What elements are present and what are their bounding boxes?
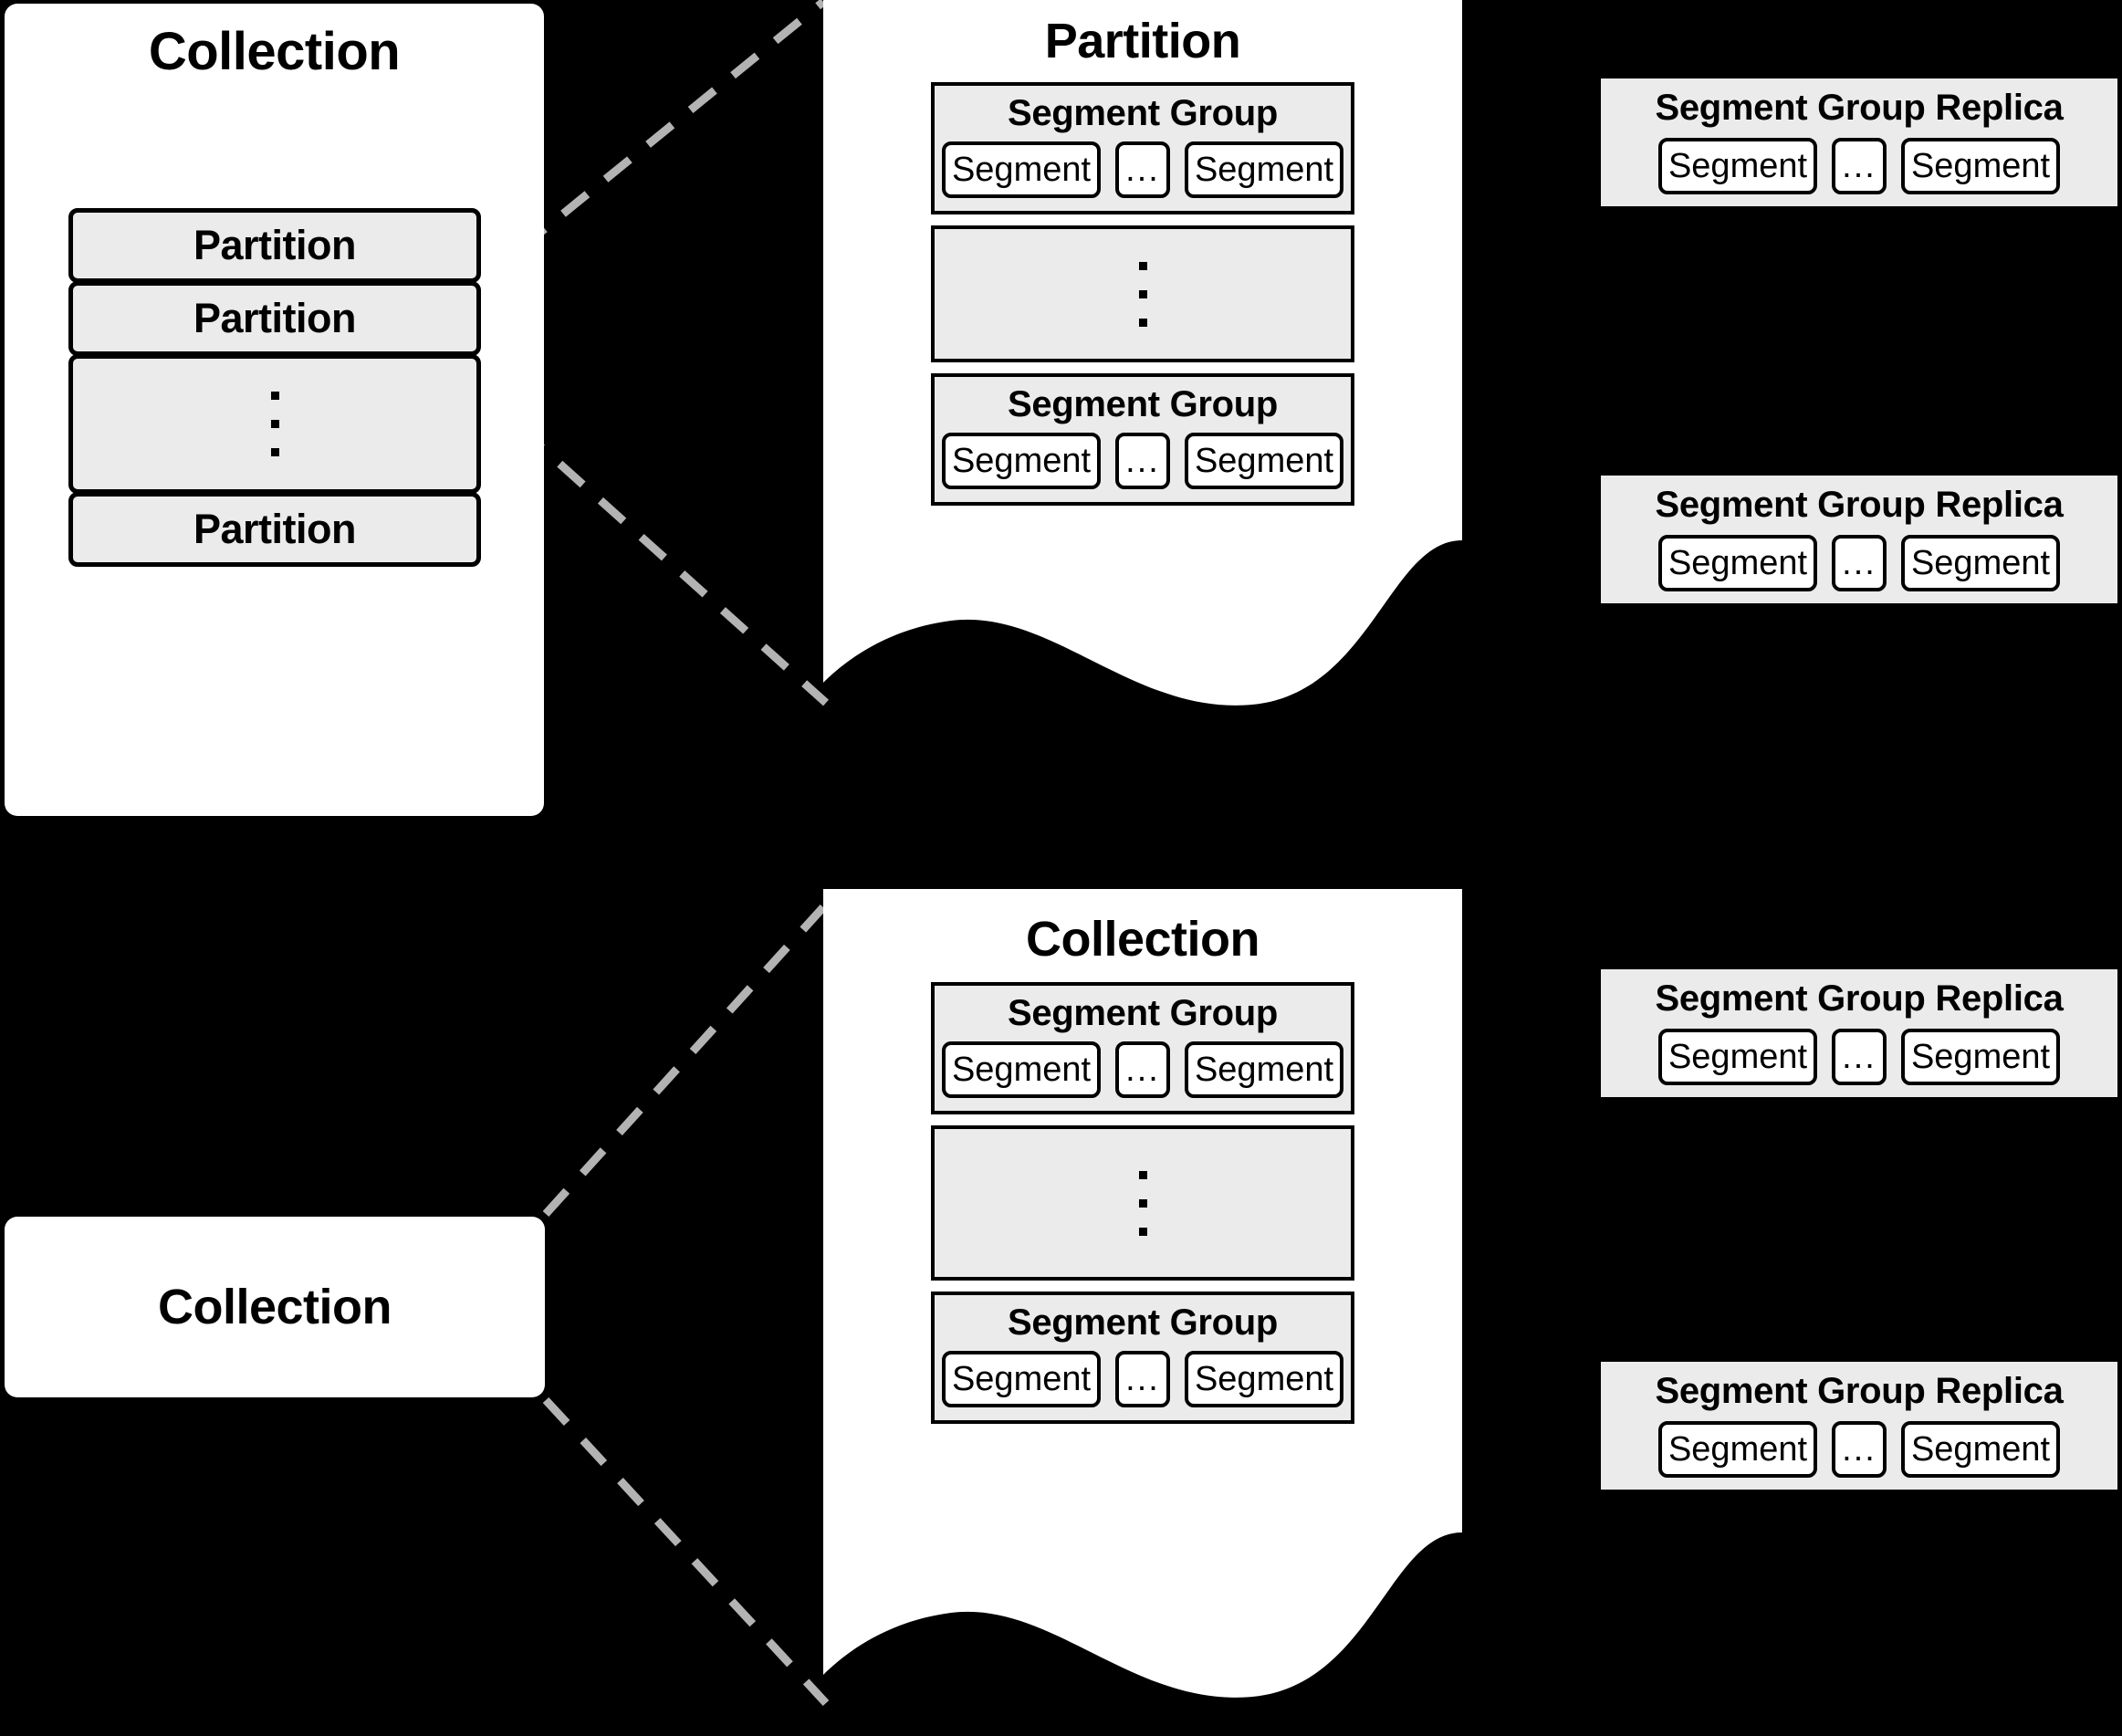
- segment-box[interactable]: Segment: [1185, 1041, 1343, 1098]
- partition-row-ellipsis[interactable]: [68, 354, 481, 494]
- segment-row: Segment ... Segment: [1601, 138, 2117, 194]
- segment-box[interactable]: Segment: [942, 141, 1101, 198]
- segment-row: Segment ... Segment: [1601, 535, 2117, 591]
- segment-box[interactable]: Segment: [1901, 1029, 2060, 1085]
- segment-group[interactable]: Segment Group Segment ... Segment: [931, 82, 1354, 214]
- collection-bottom-title: Collection: [157, 1280, 392, 1334]
- segment-group-replica[interactable]: Segment Group Replica Segment ... Segmen…: [1601, 1362, 2117, 1490]
- segment-group-ellipsis[interactable]: [931, 225, 1354, 362]
- segment-group-title: Segment Group: [1007, 993, 1279, 1033]
- segment-group-replica-title: Segment Group Replica: [1655, 88, 2064, 128]
- collection-top-title: Collection: [148, 22, 401, 81]
- segment-box[interactable]: Segment: [1901, 138, 2060, 194]
- segment-group[interactable]: Segment Group Segment ... Segment: [931, 373, 1354, 506]
- segment-row: Segment ... Segment: [935, 1351, 1351, 1407]
- segment-group-replica[interactable]: Segment Group Replica Segment ... Segmen…: [1601, 476, 2117, 603]
- segment-ellipsis-box[interactable]: ...: [1115, 1351, 1170, 1407]
- segment-group[interactable]: Segment Group Segment ... Segment: [931, 1292, 1354, 1424]
- collection-card-bottom[interactable]: Collection: [5, 1217, 545, 1397]
- segment-group-title: Segment Group: [1007, 384, 1279, 424]
- segment-ellipsis-box[interactable]: ...: [1115, 1041, 1170, 1098]
- segment-row: Segment ... Segment: [935, 1041, 1351, 1098]
- segment-group-ellipsis[interactable]: [931, 1125, 1354, 1281]
- segment-group-title: Segment Group: [1007, 1302, 1279, 1343]
- vertical-ellipsis-icon: [1138, 1170, 1147, 1236]
- segment-row: Segment ... Segment: [935, 433, 1351, 489]
- partition-row[interactable]: Partition: [68, 208, 481, 283]
- segment-box[interactable]: Segment: [942, 433, 1101, 489]
- segment-box[interactable]: Segment: [1185, 1351, 1343, 1407]
- collection-card-top[interactable]: Collection Partition Partition Partition: [5, 4, 544, 816]
- segment-box[interactable]: Segment: [942, 1351, 1101, 1407]
- segment-row: Segment ... Segment: [1601, 1421, 2117, 1478]
- segment-ellipsis-box[interactable]: ...: [1832, 1421, 1887, 1478]
- vertical-ellipsis-icon: [1138, 261, 1147, 327]
- segment-box[interactable]: Segment: [1185, 433, 1343, 489]
- partition-label: Partition: [193, 222, 357, 268]
- segment-box[interactable]: Segment: [1658, 138, 1817, 194]
- segment-box[interactable]: Segment: [1658, 535, 1817, 591]
- segment-box[interactable]: Segment: [1901, 535, 2060, 591]
- segment-group-replica-title: Segment Group Replica: [1655, 978, 2064, 1019]
- segment-ellipsis-box[interactable]: ...: [1115, 141, 1170, 198]
- vertical-ellipsis-icon: [270, 392, 279, 456]
- segment-group-replica[interactable]: Segment Group Replica Segment ... Segmen…: [1601, 969, 2117, 1097]
- segment-row: Segment ... Segment: [935, 141, 1351, 198]
- partition-row[interactable]: Partition: [68, 281, 481, 356]
- collection-document-title: Collection: [1025, 912, 1260, 967]
- partition-document[interactable]: Partition Segment Group Segment ... Segm…: [823, 0, 1462, 721]
- segment-group-replica-title: Segment Group Replica: [1655, 1371, 2064, 1411]
- segment-row: Segment ... Segment: [1601, 1029, 2117, 1085]
- connector-collection-lower: [542, 1396, 830, 1707]
- connector-collection-upper: [542, 904, 827, 1218]
- partition-row[interactable]: Partition: [68, 492, 481, 567]
- segment-group-replica[interactable]: Segment Group Replica Segment ... Segmen…: [1601, 78, 2117, 206]
- segment-group-replica-title: Segment Group Replica: [1655, 485, 2064, 525]
- collection-document[interactable]: Collection Segment Group Segment ... Seg…: [823, 889, 1462, 1721]
- segment-ellipsis-box[interactable]: ...: [1832, 138, 1887, 194]
- partition-label: Partition: [193, 295, 357, 341]
- segment-ellipsis-box[interactable]: ...: [1832, 1029, 1887, 1085]
- partition-stack: Partition Partition Partition: [68, 208, 481, 567]
- segment-box[interactable]: Segment: [1658, 1421, 1817, 1478]
- segment-box[interactable]: Segment: [1185, 141, 1343, 198]
- segment-group-title: Segment Group: [1007, 93, 1279, 133]
- segment-box[interactable]: Segment: [942, 1041, 1101, 1098]
- segment-box[interactable]: Segment: [1901, 1421, 2060, 1478]
- segment-group[interactable]: Segment Group Segment ... Segment: [931, 982, 1354, 1114]
- partition-label: Partition: [193, 506, 357, 552]
- segment-ellipsis-box[interactable]: ...: [1115, 433, 1170, 489]
- segment-box[interactable]: Segment: [1658, 1029, 1817, 1085]
- partition-document-title: Partition: [1044, 14, 1241, 68]
- segment-ellipsis-box[interactable]: ...: [1832, 535, 1887, 591]
